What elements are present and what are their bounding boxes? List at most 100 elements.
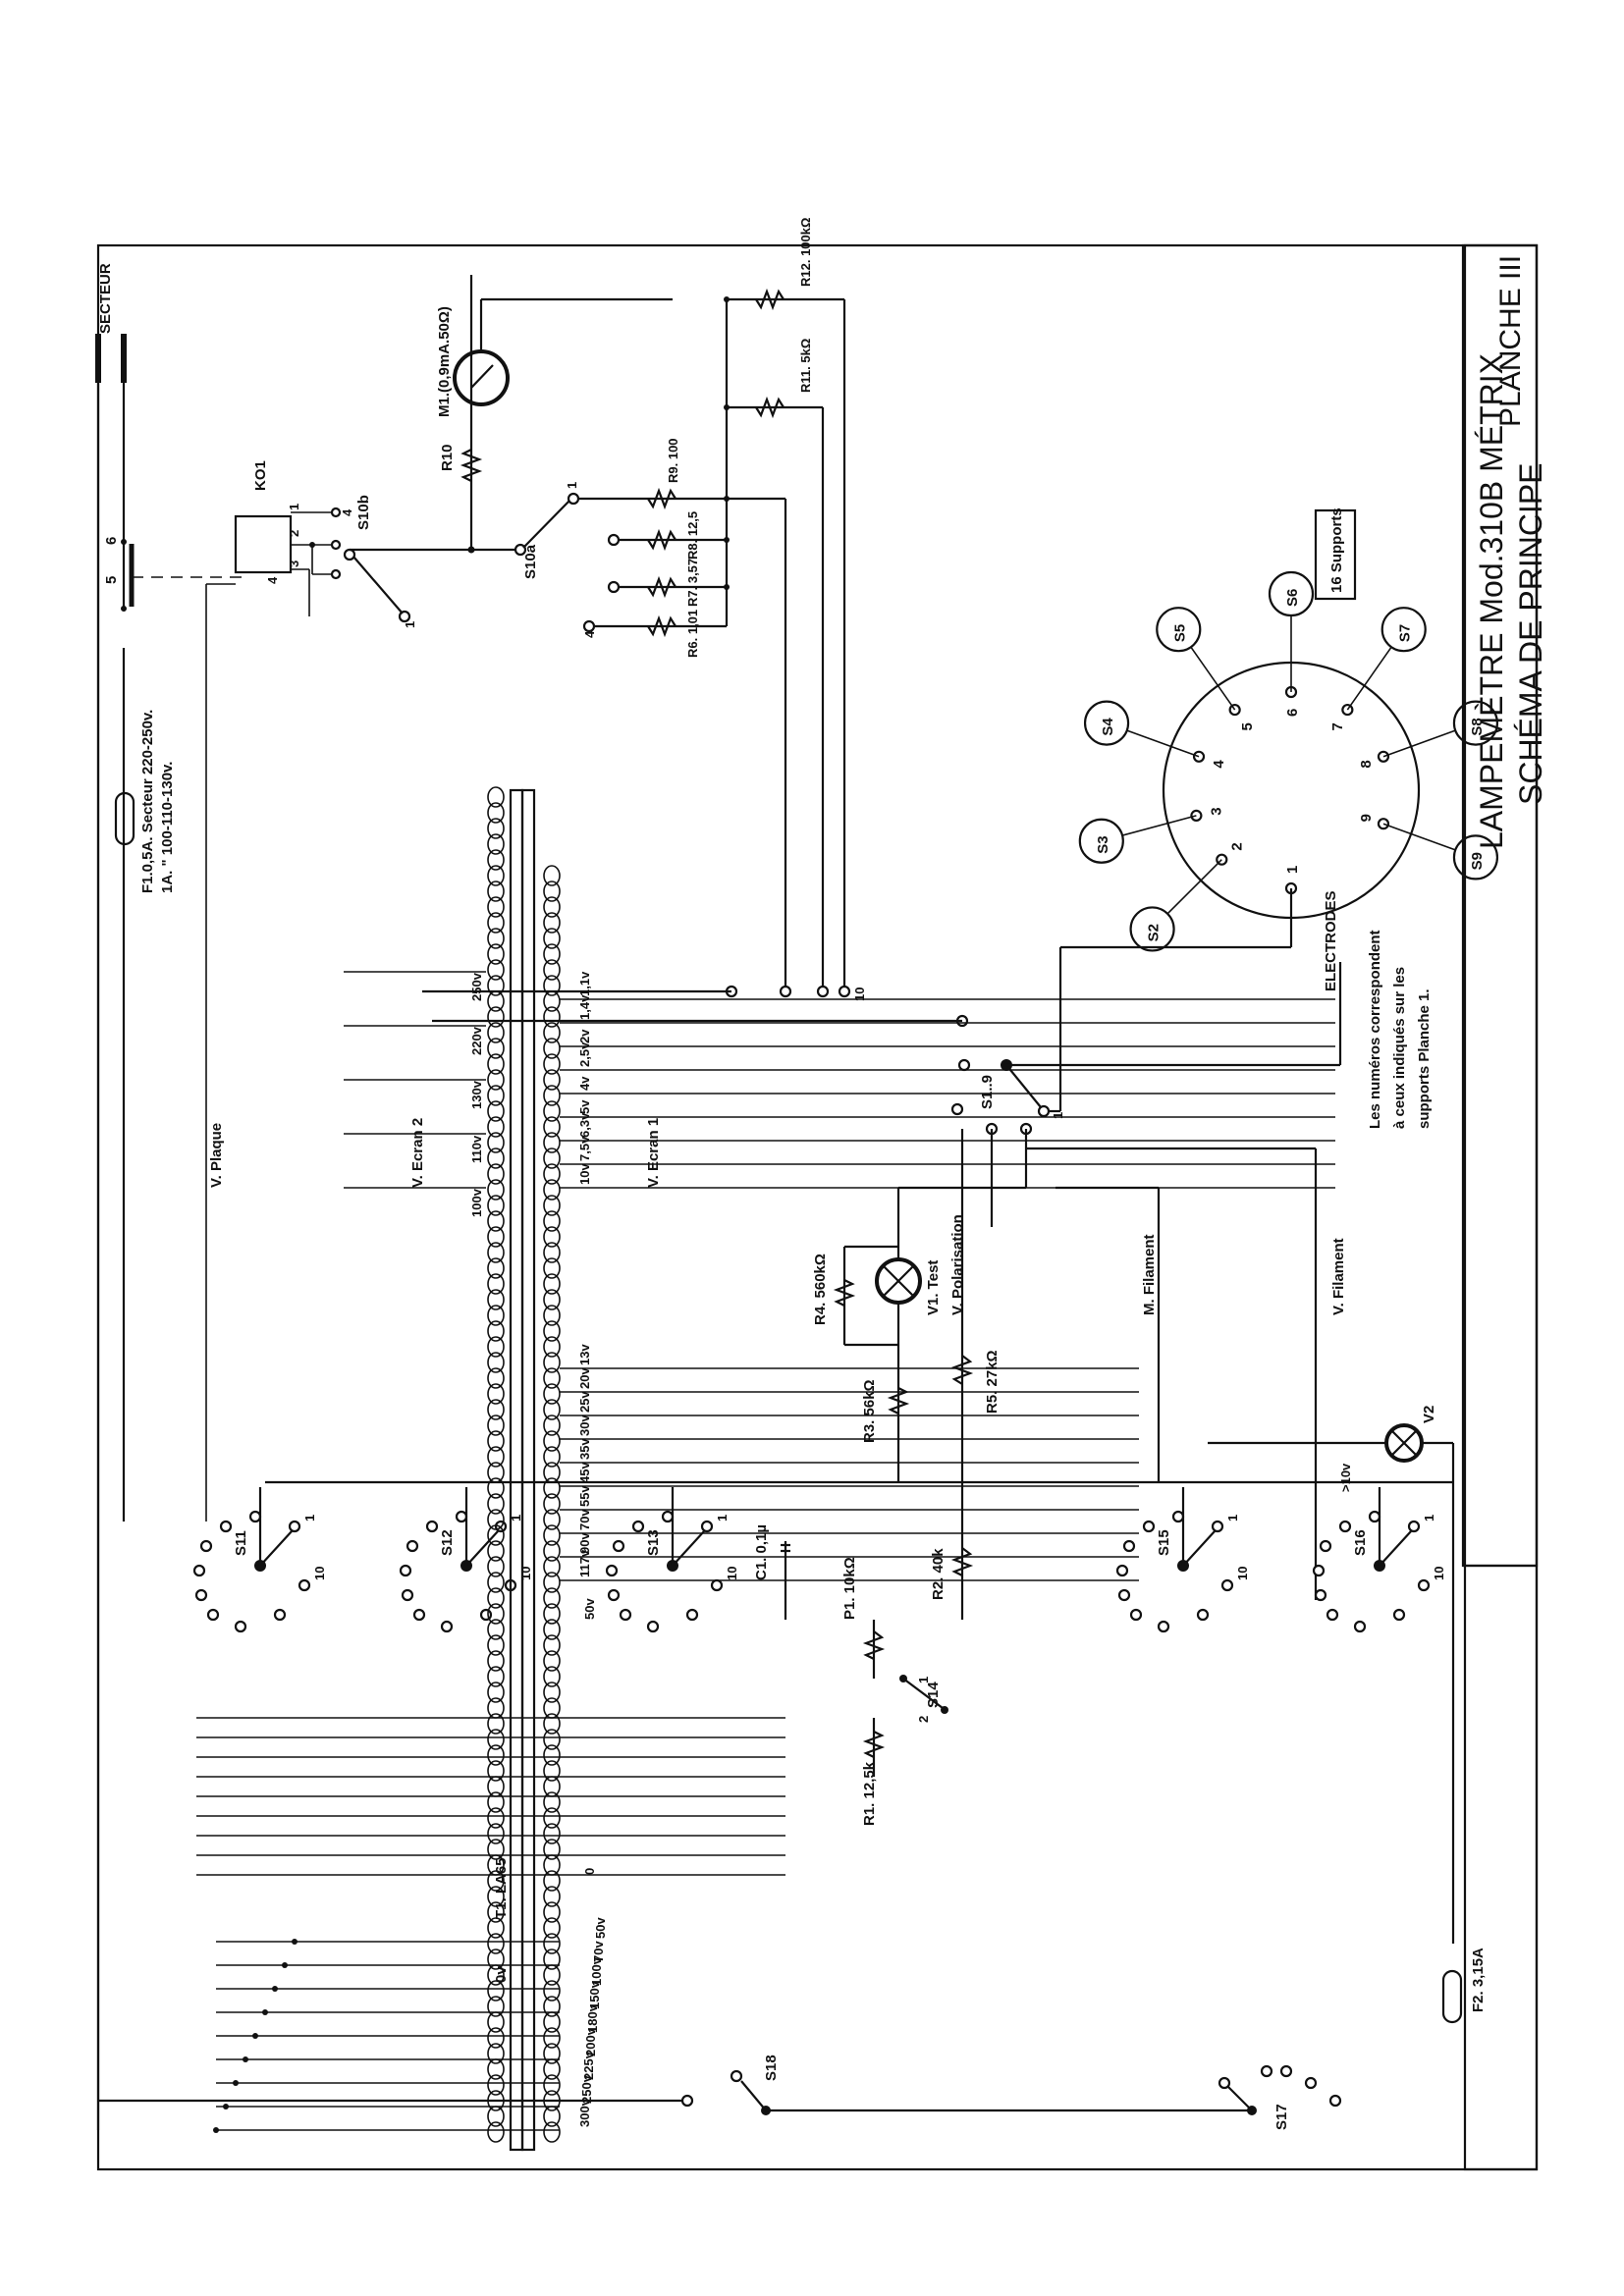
rotary-switch-contact [1314,1588,1327,1602]
primary-tap-label: 220v [469,1026,484,1055]
rotary-pos-1: 1 [302,1515,317,1522]
ht-winding [543,1587,561,1609]
socket-lead [1121,815,1197,836]
rotary-pos-1: 1 [509,1515,523,1522]
primary-winding [487,1053,505,1075]
s16-note: >10v [1338,1463,1353,1492]
socket-pin-number: 8 [1358,760,1375,768]
s10a-pos1: 1 [565,482,579,489]
ht-neg-label: 50v [582,1598,597,1620]
relay-pin-4: 4 [265,576,280,584]
relay-pin-3: 3 [287,561,301,567]
ht-winding [543,1839,561,1860]
ht-tap-label: 200v [583,2027,598,2056]
fil-tap-label: 5v [577,1099,592,1114]
title-line-1: LAMPEMÈTRE Mod.310B MÉTRIX [1474,353,1509,849]
r8-label: R8. 12,5 [685,511,700,560]
rotary-switch-contact [1117,1588,1131,1602]
primary-winding [487,1917,505,1939]
lt-winding [543,1320,561,1342]
rotary-switch-contact [631,1520,645,1533]
c1-label: C1. 0,1µ [753,1524,770,1580]
primary-winding [487,2106,505,2127]
primary-winding [487,975,505,996]
rotary-switch-contact [646,1620,660,1633]
switch-bubble [1380,607,1427,653]
lt-winding [543,1305,561,1326]
rotary-switch-contact [1319,1539,1332,1553]
contact-6-label: 6 [103,537,120,545]
tube-socket: ELECTRODES Les numéros correspondent à c… [1058,507,1499,1129]
rotary-switch-contact [612,1539,625,1553]
primary-winding [487,1320,505,1342]
socket-lead [1382,823,1456,851]
primary-winding [487,865,505,886]
ht-tap-label: 225v [581,2051,596,2080]
primary-winding [487,1760,505,1782]
primary-winding [487,990,505,1012]
primary-winding [487,1870,505,1892]
primary-winding [487,1634,505,1656]
primary-winding [487,1619,505,1640]
primary-winding [487,1430,505,1452]
rotary-switch-contact [1157,1620,1170,1633]
primary-winding [487,1069,505,1091]
rotary-switch-contact [455,1510,468,1523]
socket-pin-number: 9 [1358,814,1375,822]
rotary-switch-contact [234,1620,247,1633]
mid-tap-label: 90v [577,1532,592,1554]
primary-winding [487,881,505,902]
primary-winding [487,1477,505,1499]
ht-winding [543,1744,561,1766]
primary-zero-label: 0v [493,1966,510,1983]
lt-winding [543,1273,561,1295]
ht-winding [543,1901,561,1923]
mid-tap-label: 30v [577,1415,592,1436]
rotary-switch-contact [288,1520,301,1533]
fuse-f1-label: F1.0,5A. Secteur 220-250v. [139,710,156,893]
m1-label: M1.(0,9mA.50Ω) [436,306,453,417]
rotary-switch-contact [1392,1608,1406,1622]
primary-winding [487,1949,505,1970]
rotary-switch-contact [1220,1578,1234,1592]
lt-winding [543,1556,561,1577]
primary-winding [487,833,505,855]
ht-winding [543,1917,561,1939]
primary-winding [487,928,505,949]
lt-winding [543,1289,561,1310]
electrodes-note-3: supports Planche 1. [1416,988,1433,1129]
s10a-pos4: 4 [582,630,597,638]
primary-winding [487,1603,505,1625]
primary-winding [487,1085,505,1106]
primary-winding [487,1650,505,1672]
lt-winding [543,1100,561,1122]
rotary-pos-10: 10 [725,1567,739,1580]
switch-bubble-label: S5 [1171,624,1188,642]
rotary-switch-wiper [259,1530,293,1567]
lt-winding [543,1116,561,1138]
contact-5-label: 5 [103,576,120,584]
s1-9-pos10: 10 [852,988,867,1001]
lt-winding [543,1399,561,1420]
socket-lead [1346,646,1392,711]
plate-number: PLANCHE III [1494,255,1527,427]
primary-winding [487,2121,505,2143]
primary-winding [487,802,505,824]
secteur-label: SECTEUR [97,263,114,334]
rotary-switch-contact [406,1539,419,1553]
r6-label: R6. 1,01 [685,610,700,658]
test-circuit: V. Polarisation R5. 27kΩ V1. Test R4. 56… [208,1118,1455,1944]
transformer-t1: T1. LA65 100v110v130v220v250v300v250v225… [213,786,1487,2152]
primary-winding [487,1148,505,1169]
lt-winding [543,1352,561,1373]
s13-label: S13 [645,1529,662,1556]
switch-bubble [1129,906,1175,952]
supports-box [1314,508,1357,601]
primary-winding [487,1713,505,1735]
ht-winding [543,1870,561,1892]
m-filament-label: M. Filament [1141,1234,1158,1315]
primary-winding [487,1729,505,1750]
primary-winding [487,1289,505,1310]
mid-tap-label: 55v [577,1485,592,1507]
lt-winding [543,1493,561,1515]
